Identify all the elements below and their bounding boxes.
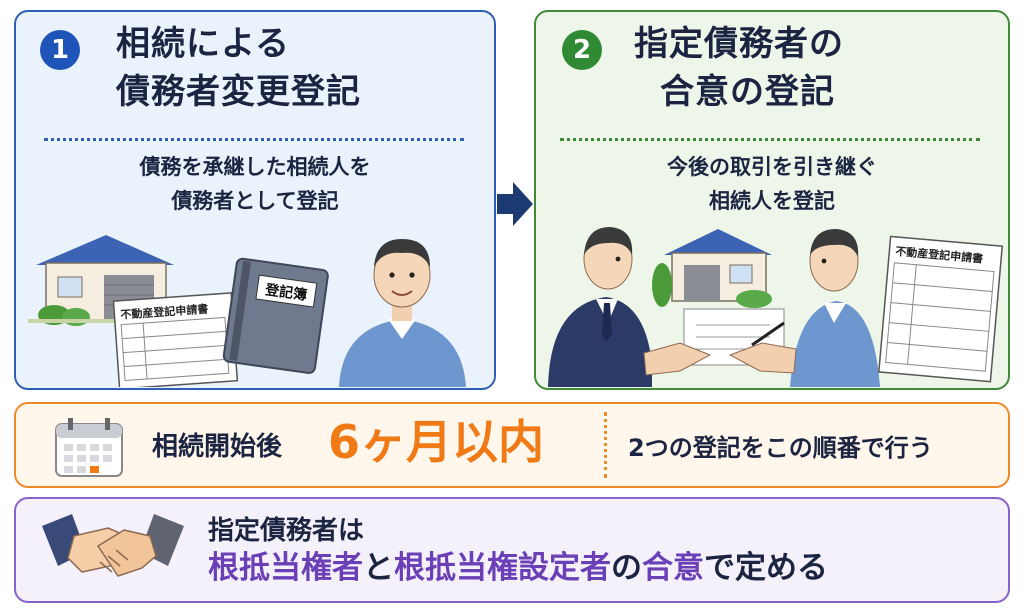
agreement-consent: 合意 (642, 550, 704, 586)
deadline-divider (604, 412, 607, 478)
agreement-setter: 根抵当権設定者 (394, 550, 611, 586)
agreement-mid: の (611, 550, 642, 586)
step2-title-line2: 合意の登記 (660, 72, 835, 112)
registration-form-icon: 不動産登記申請書 (112, 292, 239, 387)
handshake-icon (643, 342, 797, 376)
creditor-person-icon (548, 227, 652, 387)
handshake-icon (42, 514, 184, 577)
agreement-band (14, 497, 1010, 603)
step2-number-badge: 2 (562, 30, 602, 70)
next-step-arrow-icon (497, 182, 533, 226)
calendar-icon (55, 418, 123, 477)
heir-person-icon (339, 239, 466, 387)
step1-number-badge: 1 (40, 30, 80, 70)
step1-desc-line1: 債務を承継した相続人を (139, 155, 371, 179)
step1-desc-line2: 債務者として登記 (171, 189, 339, 213)
agreement-line2: 根抵当権者と根抵当権設定者の合意で定める (208, 546, 828, 590)
step1-title-line2: 債務者変更登記 (116, 72, 361, 112)
house-icon (652, 229, 772, 308)
deadline-prefix: 相続開始後 (152, 432, 283, 462)
deadline-note: 2つの登記をこの順番で行う (628, 434, 933, 462)
step2-illustration: 不動産登記申請書 (548, 227, 1004, 387)
step1-divider (44, 138, 464, 141)
agreement-conj: と (363, 550, 394, 586)
deadline-band (14, 402, 1010, 488)
heir-person-icon (790, 229, 880, 387)
registration-form-icon: 不動産登記申請書 (877, 235, 1004, 383)
step2-desc-line2: 相続人を登記 (709, 189, 835, 213)
step1-title-line1: 相続による (116, 24, 290, 64)
step2-title-line1: 指定債務者の (634, 24, 844, 64)
step1-form-label: 不動産登記申請書 (120, 302, 209, 322)
registry-book-icon: 登記簿 (222, 257, 329, 374)
deadline-period: 6ヶ月以内 (328, 415, 545, 469)
step2-divider (560, 138, 980, 141)
step1-illustration: 不動産登記申請書 登記簿 (28, 235, 466, 387)
agreement-line1: 指定債務者は (208, 516, 365, 546)
step2-desc-line1: 今後の取引を引き継ぐ (667, 155, 877, 179)
agreement-suffix: で定める (704, 550, 828, 586)
book-label: 登記簿 (263, 281, 308, 304)
agreement-creditor: 根抵当権者 (208, 550, 363, 586)
